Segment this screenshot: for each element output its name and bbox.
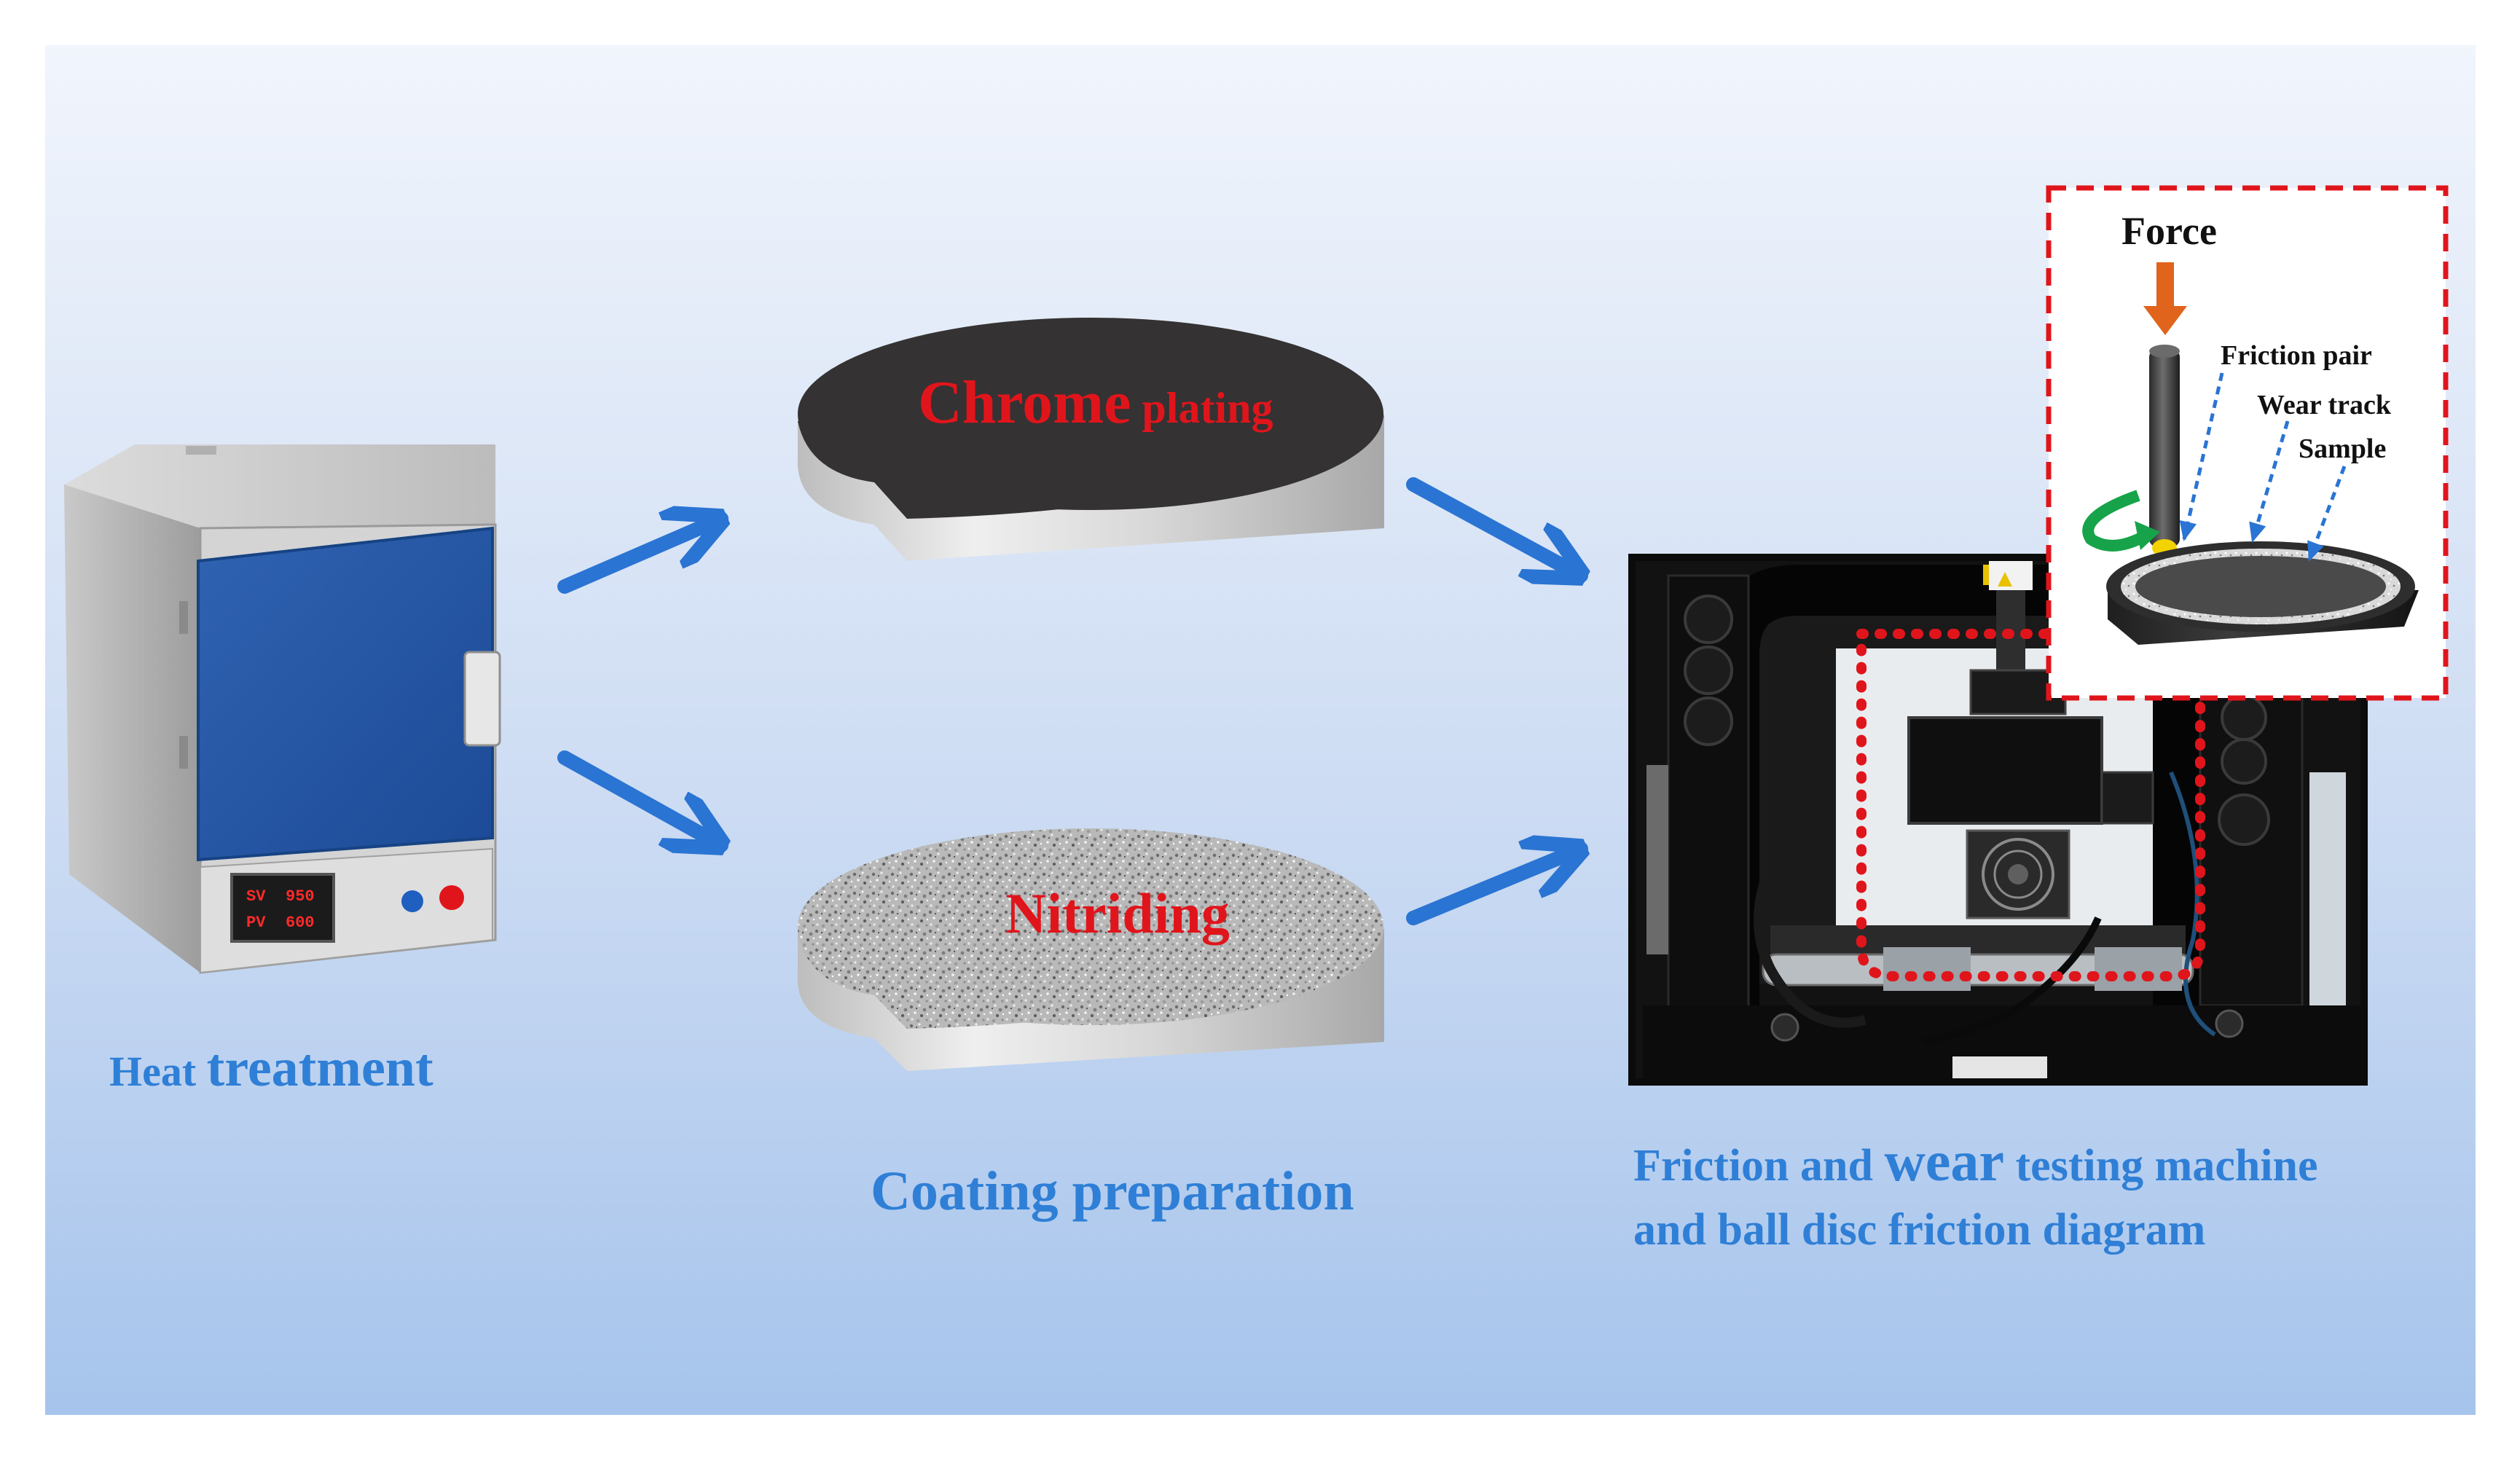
oven-sv-label: SV [246,887,266,906]
flow-arrows [557,477,1581,925]
testing-caption-line1: Friction and wear testing machine [1633,1129,2318,1193]
sample-label: Sample [2299,434,2386,464]
friction-pair-label: Friction pair [2221,340,2372,371]
ball-disc-inset [2046,185,2449,701]
arrow-oven-to-chrome [557,519,721,594]
wear-track-label: Wear track [2257,390,2392,420]
chrome-label: Chrome plating [918,369,1273,436]
muffle-furnace-illustration [64,444,501,974]
oven-pv-label: PV [246,914,266,932]
force-label: Force [2121,209,2217,253]
chrome-plated-disk [798,318,1384,561]
testing-caption-line2: and ball disc friction diagram [1633,1205,2205,1255]
oven-pv-value: 600 [286,914,315,932]
arrow-nitriding-to-tester [1406,849,1581,925]
oven-display [230,873,335,943]
arrow-chrome-to-tester [1406,477,1581,576]
heat-treatment-caption: Heat treatment [109,1038,433,1098]
nitriding-label: Nitriding [1005,882,1230,945]
arrow-oven-to-nitriding [557,750,721,845]
oven-sv-value: 950 [286,887,315,906]
nitrided-disk [798,828,1384,1071]
coating-preparation-caption: Coating preparation [871,1161,1354,1222]
